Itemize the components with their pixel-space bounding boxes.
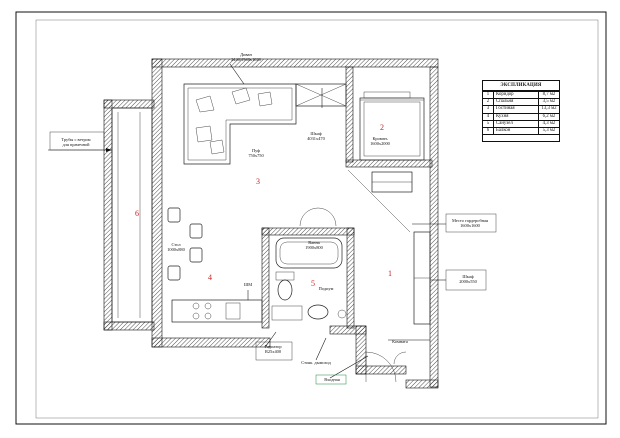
entrance-label-box xyxy=(315,374,347,385)
explication-row-name: Гостиная xyxy=(494,106,539,113)
explication-row-name: Коридор xyxy=(494,92,539,99)
explication-row-number: 5 xyxy=(483,120,494,127)
entrance-label: Входная xyxy=(324,377,340,382)
explication-row-area: 13,3 м2 xyxy=(541,106,557,112)
sheet-inner-frame xyxy=(35,19,599,419)
explication-row-area: 6,2 м2 xyxy=(542,113,556,119)
door-label: Комната xyxy=(392,339,408,344)
explication-row-name: Санузел xyxy=(494,120,539,127)
living-room-door xyxy=(299,207,337,227)
toilet xyxy=(275,271,295,301)
room-number-4: 4 xyxy=(208,273,212,282)
room-number-3: 3 xyxy=(256,177,260,186)
explication-blank-row xyxy=(483,134,559,141)
explication-row-number: 6 xyxy=(483,127,494,135)
room-number-6: 6 xyxy=(135,209,139,218)
explication-row-number: 3 xyxy=(483,106,494,113)
explication-row-name: Кухня xyxy=(494,113,539,120)
explication-row-area: 3,5 м2 xyxy=(542,99,556,105)
balcony-area: 6 xyxy=(111,107,153,323)
explication-row-area: 5,3 м2 xyxy=(542,127,556,133)
explication-row-number: 4 xyxy=(483,113,494,120)
room-number-1: 1 xyxy=(388,269,392,278)
explication-row-area: 4,3 м2 xyxy=(542,120,556,126)
sofa xyxy=(183,63,297,165)
room-number-5: 5 xyxy=(311,279,315,288)
explication-row-area: 8,7 м2 xyxy=(542,92,556,97)
washer-label: ШМ xyxy=(244,282,252,287)
explication-row-name: Спальня xyxy=(494,99,539,106)
explication-row-number: 1 xyxy=(483,92,494,99)
wardrobe-living xyxy=(295,83,347,108)
washbasin xyxy=(271,304,347,321)
dining-chairs xyxy=(167,207,203,281)
room-number-2: 2 xyxy=(380,123,384,132)
sheet-frame xyxy=(15,11,607,425)
bathtub xyxy=(275,237,343,269)
riser-label: Стояк. дымоход xyxy=(301,360,331,365)
explication-title: ЭКСПЛИКАЦИЯ xyxy=(483,81,559,91)
bed xyxy=(359,97,425,161)
podium-label: Подиум xyxy=(319,286,334,291)
explication-row-number: 2 xyxy=(483,99,494,106)
explication-row-name: Балкон xyxy=(494,127,539,135)
kitchen-counter xyxy=(171,299,263,323)
hallway-wardrobe xyxy=(347,169,431,325)
